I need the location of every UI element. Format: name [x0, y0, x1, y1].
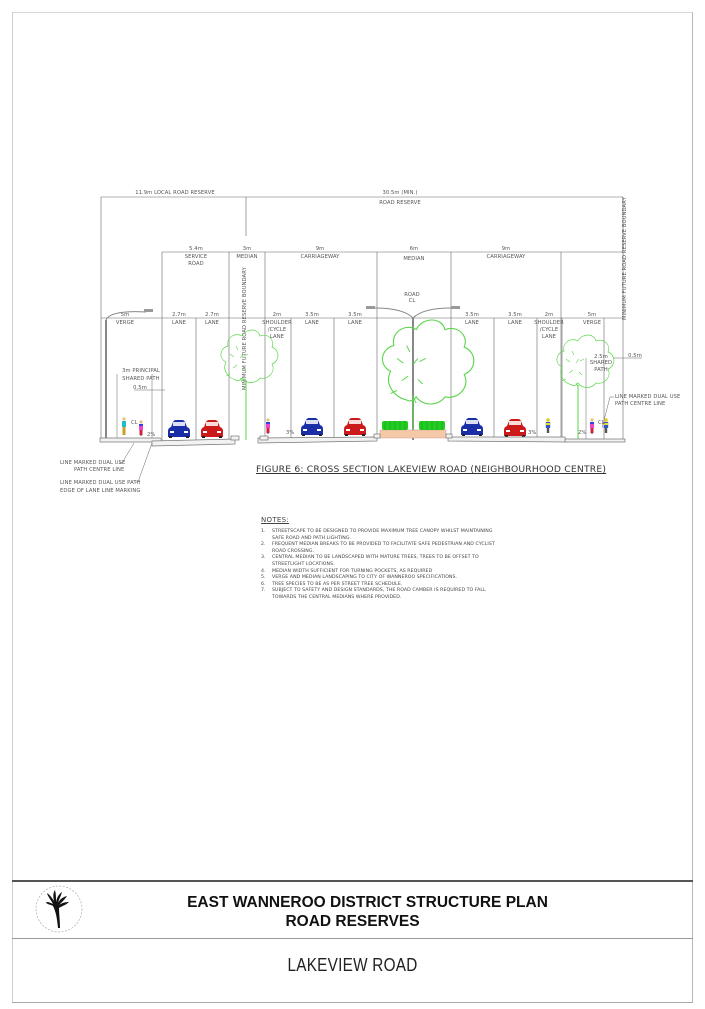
svg-text:3%: 3%: [528, 430, 536, 436]
svg-text:0.5m: 0.5m: [628, 353, 642, 359]
svg-text:SHOULDER: SHOULDER: [534, 320, 564, 326]
svg-text:EDGE OF LANE LINE MARKING: EDGE OF LANE LINE MARKING: [60, 488, 141, 494]
tree-left-median: [220, 329, 279, 440]
svg-text:CARRIAGEWAY: CARRIAGEWAY: [301, 254, 341, 260]
figure-caption: FIGURE 6: CROSS SECTION LAKEVIEW ROAD (N…: [256, 464, 607, 475]
svg-text:SERVICE: SERVICE: [185, 254, 208, 260]
svg-text:LINE MARKED DUAL USE: LINE MARKED DUAL USE: [615, 394, 680, 400]
svg-text:LINE MARKED DUAL USE: LINE MARKED DUAL USE: [60, 460, 125, 466]
svg-text:LANE: LANE: [270, 334, 284, 340]
svg-text:SHARED: SHARED: [590, 360, 612, 366]
svg-text:/CYCLE: /CYCLE: [268, 327, 287, 333]
svg-text:3%: 3%: [286, 430, 294, 436]
svg-text:MINIMUM FUTURE ROAD RESERVE BO: MINIMUM FUTURE ROAD RESERVE BOUNDARY: [242, 266, 248, 390]
svg-text:PATH CENTRE LINE: PATH CENTRE LINE: [74, 467, 124, 473]
svg-text:PATH: PATH: [594, 367, 607, 373]
pedestrian-left: [122, 417, 126, 435]
plan-subtitle: ROAD RESERVES: [285, 913, 420, 930]
cross-section-drawing: 11.9m LOCAL ROAD RESERVE 30.5m (MIN.) RO…: [60, 190, 680, 494]
svg-text:30.5m (MIN.): 30.5m (MIN.): [382, 190, 417, 196]
svg-text:/CYCLE: /CYCLE: [540, 327, 559, 333]
svg-text:CL: CL: [409, 298, 416, 304]
svg-text:PATH CENTRE LINE: PATH CENTRE LINE: [615, 401, 665, 407]
note-item: 5.VERGE AND MEDIAN LANDSCAPING TO CITY O…: [261, 575, 458, 581]
svg-text:11.9m LOCAL ROAD RESERVE: 11.9m LOCAL ROAD RESERVE: [135, 190, 215, 196]
note-item: 6.TREE SPECIES TO BE AS PER STREET TREE …: [261, 581, 403, 587]
svg-text:MEDIAN: MEDIAN: [403, 256, 424, 262]
title-block-heading: EAST WANNEROO DISTRICT STRUCTURE PLAN RO…: [0, 893, 705, 931]
svg-text:9m: 9m: [316, 246, 325, 252]
svg-text:2m: 2m: [545, 312, 554, 318]
notes-section: NOTES: 1.STREETSCAPE TO BE DESIGNED TO P…: [261, 516, 501, 602]
plan-title: EAST WANNEROO DISTRICT STRUCTURE PLAN: [187, 894, 548, 911]
title-block-divider-middle: [12, 938, 693, 939]
svg-text:VERGE: VERGE: [583, 320, 601, 326]
note-item: 4.MEDIAN WIDTH SUFFICIENT FOR TURNING PO…: [261, 568, 433, 574]
svg-text:ROAD: ROAD: [188, 261, 204, 267]
svg-text:ROAD RESERVE: ROAD RESERVE: [379, 200, 421, 206]
note-item: 3.CENTRAL MEDIAN TO BE LANDSCAPED WITH M…: [261, 555, 479, 567]
svg-text:LINE MARKED DUAL USE PATH: LINE MARKED DUAL USE PATH: [60, 480, 141, 486]
svg-text:LANE: LANE: [172, 320, 186, 326]
note-item: 7.SUBJECT TO SAFETY AND DESIGN STANDARDS…: [261, 588, 486, 600]
svg-text:CL: CL: [131, 420, 138, 426]
svg-text:MEDIAN: MEDIAN: [236, 254, 257, 260]
svg-text:LANE: LANE: [348, 320, 362, 326]
svg-text:LANE: LANE: [305, 320, 319, 326]
tree-right-verge: [556, 334, 615, 440]
svg-text:MINIMUM FUTURE ROAD RESERVE BO: MINIMUM FUTURE ROAD RESERVE BOUNDARY: [622, 196, 628, 320]
svg-text:3.5m: 3.5m: [508, 312, 522, 318]
svg-text:LANE: LANE: [508, 320, 522, 326]
svg-text:5.4m: 5.4m: [189, 246, 203, 252]
svg-text:LANE: LANE: [205, 320, 219, 326]
svg-text:2%: 2%: [147, 432, 155, 438]
svg-text:3m PRINCIPAL: 3m PRINCIPAL: [122, 368, 160, 374]
svg-text:2.7m: 2.7m: [205, 312, 219, 318]
note-item: 1.STREETSCAPE TO BE DESIGNED TO PROVIDE …: [261, 529, 493, 541]
svg-text:0.5m: 0.5m: [133, 385, 147, 391]
svg-text:LANE: LANE: [465, 320, 479, 326]
notes-heading: NOTES:: [261, 516, 290, 524]
svg-text:SHARED PATH: SHARED PATH: [122, 376, 159, 382]
svg-text:LANE: LANE: [542, 334, 556, 340]
svg-text:6m: 6m: [410, 246, 419, 252]
svg-text:3.5m: 3.5m: [305, 312, 319, 318]
svg-text:9m: 9m: [502, 246, 511, 252]
svg-text:2.5m: 2.5m: [594, 354, 608, 360]
svg-text:VERGE: VERGE: [116, 320, 134, 326]
svg-text:ROAD: ROAD: [404, 292, 420, 298]
svg-text:3.5m: 3.5m: [348, 312, 362, 318]
note-item: 2.FREQUENT MEDIAN BREAKS TO BE PROVIDED …: [261, 542, 495, 554]
svg-text:2.7m: 2.7m: [172, 312, 186, 318]
title-block-divider-top: [12, 880, 693, 882]
kangaroo-paw-logo-icon: [35, 885, 83, 933]
svg-text:SHOULDER: SHOULDER: [262, 320, 292, 326]
svg-text:5m: 5m: [121, 312, 130, 318]
svg-text:3m: 3m: [243, 246, 252, 252]
page-frame: [12, 12, 693, 1003]
svg-text:5m: 5m: [588, 312, 597, 318]
svg-text:3.5m: 3.5m: [465, 312, 479, 318]
tree-central-median: [381, 319, 475, 405]
svg-text:CL: CL: [598, 420, 605, 426]
svg-text:CARRIAGEWAY: CARRIAGEWAY: [487, 254, 527, 260]
road-name: LAKEVIEW ROAD: [287, 955, 418, 975]
notes-list: 1.STREETSCAPE TO BE DESIGNED TO PROVIDE …: [261, 529, 501, 602]
svg-text:2m: 2m: [273, 312, 282, 318]
svg-text:2%: 2%: [578, 430, 586, 436]
title-block-divider-bottom: [12, 1002, 693, 1003]
